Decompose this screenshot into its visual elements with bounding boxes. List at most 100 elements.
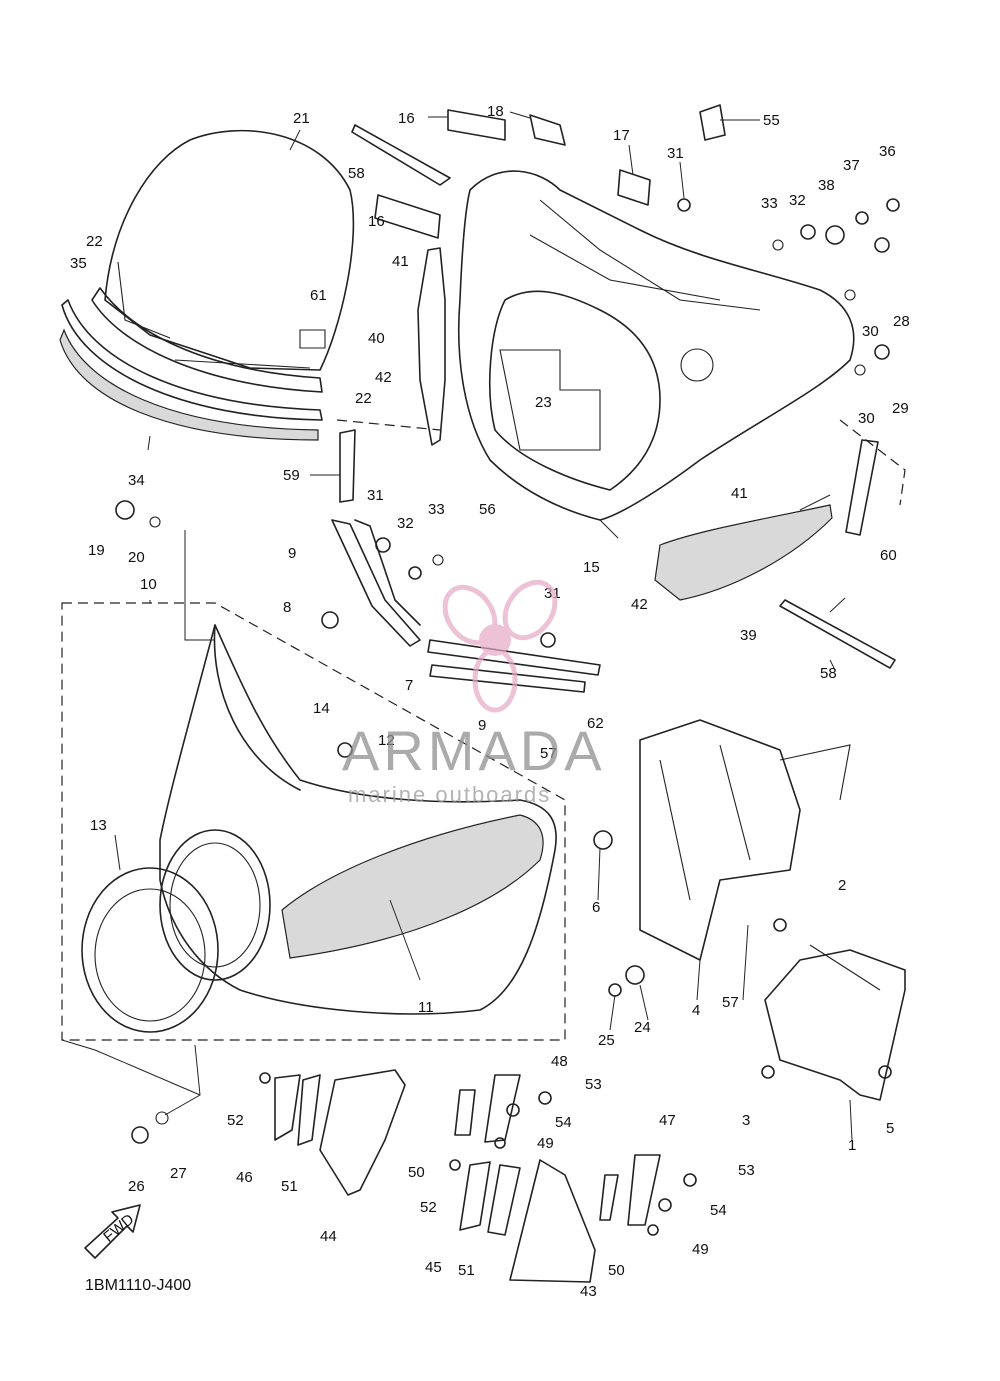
callout-35: 35	[70, 255, 87, 272]
callout-11: 11	[418, 999, 434, 1016]
callout-33b: 33	[428, 501, 445, 518]
callout-40: 40	[368, 330, 385, 347]
callout-50a: 50	[408, 1164, 425, 1181]
callout-57b: 57	[722, 994, 739, 1011]
callout-25: 25	[598, 1032, 615, 1049]
callout-45: 45	[425, 1259, 442, 1276]
callout-51a: 51	[281, 1178, 298, 1195]
callout-43: 43	[580, 1283, 597, 1300]
fasteners	[115, 104, 900, 1236]
callout-19: 19	[88, 542, 105, 559]
callout-49a: 49	[537, 1135, 554, 1152]
callout-37: 37	[843, 157, 860, 174]
callout-52a: 52	[227, 1112, 244, 1129]
callout-34: 34	[128, 472, 145, 489]
callout-57a: 57	[540, 745, 557, 762]
callout-9b: 9	[478, 717, 486, 734]
callout-8: 8	[283, 599, 291, 616]
callout-48: 48	[551, 1053, 568, 1070]
diagram-code: 1BM1110-J400	[85, 1277, 191, 1294]
callout-12: 12	[378, 732, 395, 749]
callout-33a: 33	[761, 195, 778, 212]
callout-61: 61	[310, 287, 327, 304]
callout-27: 27	[170, 1165, 187, 1182]
callout-5: 5	[886, 1120, 894, 1137]
nacelle-group-box	[61, 602, 566, 1041]
callout-17: 17	[613, 127, 630, 144]
callout-58b: 58	[820, 665, 837, 682]
callout-3: 3	[742, 1112, 750, 1129]
callout-42a: 42	[375, 369, 392, 386]
callout-20: 20	[128, 549, 145, 566]
callout-55: 55	[763, 112, 780, 129]
windshield-molding	[59, 287, 323, 441]
headlight-rim	[81, 829, 271, 1033]
callout-4: 4	[692, 1002, 700, 1019]
callout-31b: 31	[367, 487, 384, 504]
callout-29: 29	[892, 400, 909, 417]
callout-39: 39	[740, 627, 757, 644]
callout-56: 56	[479, 501, 496, 518]
callout-50b: 50	[608, 1262, 625, 1279]
callout-54a: 54	[555, 1114, 572, 1131]
callout-9a: 9	[288, 545, 296, 562]
callout-14: 14	[313, 700, 330, 717]
callout-38: 38	[818, 177, 835, 194]
headlight-nacelle	[159, 624, 557, 1015]
callout-2: 2	[838, 877, 846, 894]
callout-46: 46	[236, 1169, 253, 1186]
callout-49b: 49	[692, 1241, 709, 1258]
callout-52b: 52	[420, 1199, 437, 1216]
callout-36: 36	[879, 143, 896, 160]
callout-22b: 22	[355, 390, 372, 407]
callout-24: 24	[634, 1019, 651, 1036]
callout-10: 10	[140, 576, 157, 593]
cable-ties	[351, 124, 896, 669]
side-covers	[274, 1069, 661, 1283]
callout-47: 47	[659, 1112, 676, 1129]
cowling-stay	[639, 719, 851, 961]
callout-53a: 53	[585, 1076, 602, 1093]
callout-62: 62	[587, 715, 604, 732]
callout-numbers: 1 2 3 4 5 6 7 8 9 9 10 11 12 13 14 15 16…	[70, 103, 910, 1300]
front-cowling	[457, 170, 855, 521]
callout-53b: 53	[738, 1162, 755, 1179]
callout-41b: 41	[731, 485, 748, 502]
callout-21: 21	[293, 110, 310, 127]
lower-bracket	[764, 944, 906, 1101]
callout-15: 15	[583, 559, 600, 576]
callout-41a: 41	[392, 253, 409, 270]
ducts	[336, 419, 906, 536]
callout-22a: 22	[86, 233, 103, 250]
callout-16a: 16	[398, 110, 415, 127]
callout-13: 13	[90, 817, 107, 834]
callout-16b: 16	[368, 213, 385, 230]
callout-1: 1	[848, 1137, 856, 1154]
callout-58a: 58	[348, 165, 365, 182]
callout-60: 60	[880, 547, 897, 564]
callout-7: 7	[405, 677, 413, 694]
callout-44: 44	[320, 1228, 337, 1245]
callout-30a: 30	[862, 323, 879, 340]
armada-logo	[442, 579, 558, 713]
callout-6: 6	[592, 899, 600, 916]
callout-23: 23	[535, 394, 552, 411]
watermark-tagline: marine outboards	[348, 782, 551, 807]
watermark: ARMADA marine outboards	[342, 579, 606, 807]
fwd-label: FWD	[100, 1211, 137, 1246]
cowl-side-panels	[417, 247, 833, 601]
callout-26: 26	[128, 1178, 145, 1195]
callout-18: 18	[487, 103, 504, 120]
callout-59: 59	[283, 467, 300, 484]
watermark-brand: ARMADA	[342, 719, 606, 782]
brackets	[331, 519, 601, 693]
callout-32a: 32	[789, 192, 806, 209]
callout-54b: 54	[710, 1202, 727, 1219]
callout-42b: 42	[631, 596, 648, 613]
callout-28: 28	[893, 313, 910, 330]
callout-30b: 30	[858, 410, 875, 427]
callout-32b: 32	[397, 515, 414, 532]
callout-31a: 31	[667, 145, 684, 162]
leader-lines	[61, 111, 853, 1141]
